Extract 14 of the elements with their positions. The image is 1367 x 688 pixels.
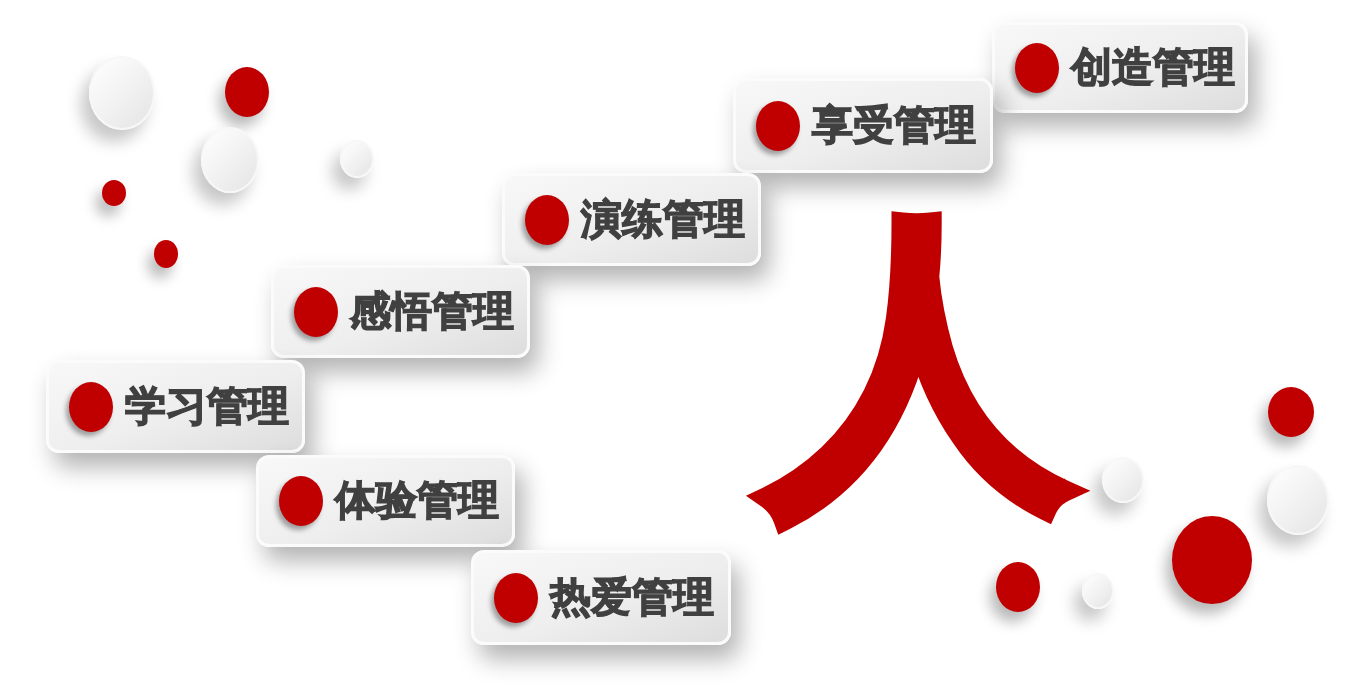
step-label: 享受管理 bbox=[812, 105, 976, 146]
step-label: 创造管理 bbox=[1071, 47, 1235, 88]
large-character: 人 bbox=[751, 206, 1084, 531]
step-label: 学习管理 bbox=[125, 386, 289, 427]
step-box bbox=[271, 265, 530, 358]
step-box bbox=[733, 78, 993, 173]
step-box bbox=[256, 455, 515, 547]
step-box bbox=[46, 360, 305, 453]
step-box bbox=[992, 22, 1248, 113]
step-box bbox=[471, 550, 731, 645]
step-label: 体验管理 bbox=[335, 480, 499, 521]
step-label: 热爱管理 bbox=[550, 577, 714, 618]
step-label: 演练管理 bbox=[581, 199, 745, 240]
step-label: 感悟管理 bbox=[350, 291, 514, 332]
